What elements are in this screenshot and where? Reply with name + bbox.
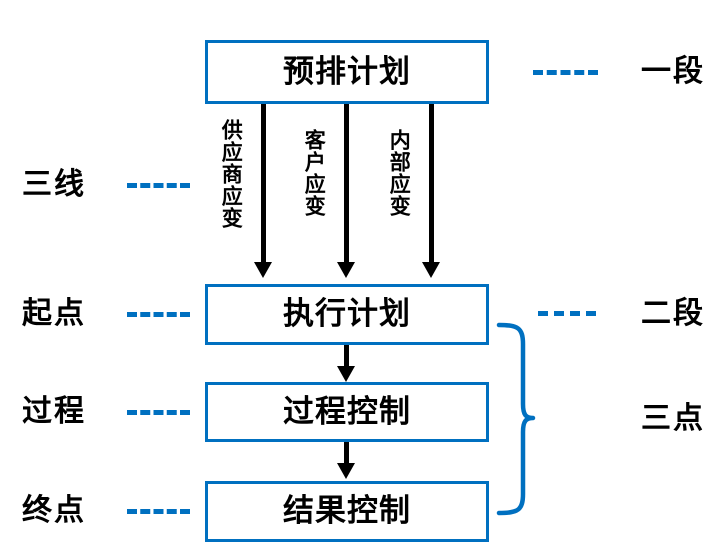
left-label-start: 起点 — [22, 296, 86, 331]
dash-connector-end — [127, 509, 190, 514]
dash-connector-stage-one — [533, 70, 598, 75]
arrow-process-to-result-head — [337, 463, 355, 479]
process-box-plan-label: 预排计划 — [283, 53, 411, 90]
arrow-internal-head — [422, 262, 440, 278]
left-label-process: 过程 — [22, 394, 86, 429]
process-box-plan[interactable]: 预排计划 — [205, 40, 489, 104]
arrow-process-to-result-shaft — [344, 442, 349, 464]
process-box-result-control-label: 结果控制 — [283, 493, 411, 529]
right-label-three-points: 三点 — [641, 401, 705, 436]
arrow-customer-shaft — [344, 104, 349, 262]
arrow-internal-shaft — [429, 104, 434, 262]
process-box-result-control[interactable]: 结果控制 — [205, 481, 489, 542]
flow-caption-customer: 客户应变 — [302, 129, 327, 217]
dash-connector-start — [127, 312, 190, 317]
right-label-stage-one: 一段 — [641, 54, 705, 89]
flow-caption-internal: 内部应变 — [387, 129, 412, 217]
right-label-stage-two: 二段 — [641, 296, 705, 331]
arrow-customer-head — [337, 262, 355, 278]
dash-connector-process — [127, 410, 190, 415]
process-box-exec[interactable]: 执行计划 — [205, 284, 489, 345]
flow-caption-supplier: 供应商应变 — [219, 119, 244, 229]
arrow-supplier-shaft — [261, 104, 266, 262]
process-box-exec-label: 执行计划 — [283, 296, 411, 332]
arrow-exec-to-process-head — [337, 366, 355, 382]
left-label-end: 终点 — [22, 493, 86, 528]
arrow-exec-to-process-shaft — [344, 345, 349, 367]
left-label-three-lines: 三线 — [22, 167, 86, 202]
process-box-process-control-label: 过程控制 — [283, 393, 411, 430]
curly-brace-icon — [496, 322, 536, 516]
process-box-process-control[interactable]: 过程控制 — [205, 382, 489, 442]
arrow-supplier-head — [254, 262, 272, 278]
dash-connector-stage-two — [538, 311, 596, 316]
dash-connector-three-lines — [127, 183, 190, 188]
